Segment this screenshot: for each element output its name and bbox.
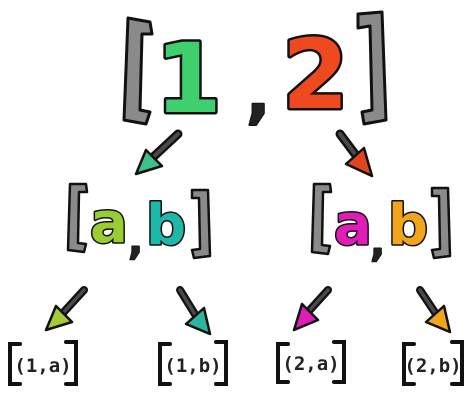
arrow-icon: [180, 290, 210, 334]
leaf-label: (2,b): [404, 355, 461, 377]
leaf-pair-1b: (1,b): [160, 342, 226, 384]
arrow-icon: [46, 290, 84, 330]
right-bracket-icon: [192, 190, 210, 258]
mid-right-comma: ,: [370, 220, 385, 266]
left-bracket-icon: [312, 184, 331, 254]
mid-right-set: a , b: [312, 184, 450, 266]
leaf-label: (1,b): [164, 355, 221, 377]
arrow-icon: [294, 290, 328, 330]
right-bracket-icon: [432, 188, 450, 258]
right-bracket-icon: [358, 12, 386, 124]
mid-left-set: a , b: [68, 184, 210, 264]
leaf-pair-1a: (1,a): [10, 342, 76, 384]
top-element-2: 2: [282, 19, 349, 131]
leaf-pair-2b: (2,b): [404, 342, 462, 384]
leaf-label: (1,a): [14, 355, 71, 377]
mid-right-element-b: b: [388, 193, 428, 258]
arrow-icon: [420, 290, 450, 332]
mid-right-element-a: a: [334, 193, 372, 258]
mid-left-element-a: a: [90, 191, 128, 256]
arrow-icon: [136, 134, 178, 174]
top-set: 1 , 2: [124, 12, 386, 135]
leaf-pair-2a: (2,a): [278, 342, 344, 382]
mid-left-element-b: b: [146, 193, 186, 258]
mid-left-comma: ,: [128, 218, 143, 264]
arrow-icon: [340, 134, 372, 176]
top-element-1: 1: [155, 23, 222, 135]
top-comma: ,: [246, 58, 270, 132]
left-bracket-icon: [124, 18, 152, 124]
leaf-label: (2,a): [282, 353, 339, 375]
left-bracket-icon: [68, 184, 87, 252]
